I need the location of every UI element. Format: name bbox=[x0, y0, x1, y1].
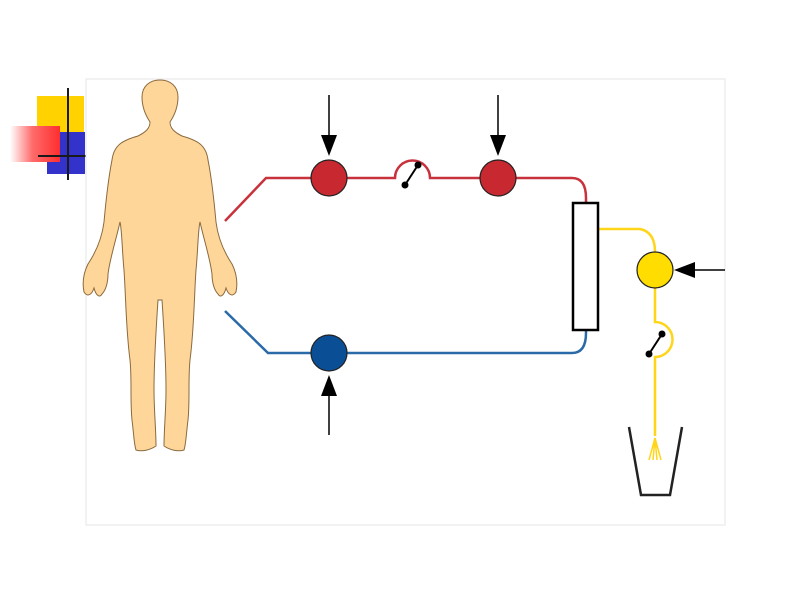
waste-container-icon bbox=[627, 426, 684, 497]
corner-decoration bbox=[10, 88, 90, 180]
dialyzer-filter-icon bbox=[571, 201, 600, 332]
pump-icon bbox=[310, 159, 348, 197]
deco-horizontal-line bbox=[38, 155, 86, 157]
drip-icon bbox=[648, 437, 662, 461]
pump-icon bbox=[636, 251, 674, 289]
dialysate-line bbox=[599, 227, 674, 436]
clamp-switch-icon bbox=[401, 161, 422, 189]
pump-icon bbox=[479, 159, 517, 197]
human-body-icon bbox=[82, 79, 238, 452]
arrow-icon bbox=[321, 375, 337, 435]
pump-icon bbox=[310, 334, 348, 372]
diagram-frame bbox=[85, 78, 726, 526]
arrow-icon bbox=[321, 95, 337, 156]
deco-vertical-line bbox=[67, 88, 69, 180]
arrow-icon bbox=[490, 95, 506, 156]
clamp-switch-icon bbox=[645, 330, 666, 358]
arterial-line bbox=[224, 159, 588, 222]
arrow-icon bbox=[674, 262, 725, 278]
venous-line bbox=[224, 310, 588, 355]
